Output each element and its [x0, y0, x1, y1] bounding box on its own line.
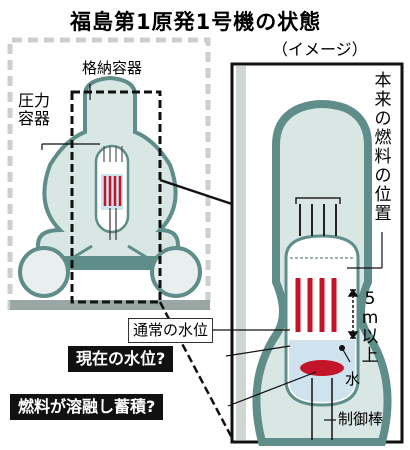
label-normal-water-level: 通常の水位	[128, 318, 214, 343]
pressure-vessel-overview	[94, 144, 130, 240]
label-pressure-vessel-line2: 容器	[18, 109, 51, 129]
label-fuel-melted: 燃料が溶融し蓄積?	[10, 394, 164, 420]
label-five-m-or-more: 5m以上	[361, 289, 379, 366]
building-floor	[10, 300, 210, 310]
label-original-fuel-position: 本来の燃料の位置	[374, 71, 392, 224]
label-pressure-vessel-line1: 圧力	[18, 91, 51, 110]
label-pressure-vessel: 圧力 容器	[18, 91, 51, 129]
detail-pressure-vessel	[284, 197, 360, 440]
label-current-water-level: 現在の水位?	[68, 346, 174, 372]
zoom-connector	[159, 178, 233, 206]
label-containment-vessel: 格納容器	[82, 59, 143, 77]
detail-building	[236, 66, 246, 440]
page-subtitle: （イメージ）	[272, 40, 368, 59]
label-water: 水	[345, 370, 361, 388]
five-m-dimension	[347, 288, 359, 340]
page-title: 福島第1原発1号機の状態	[70, 10, 322, 34]
zoom-box	[70, 90, 162, 304]
label-control-rod: 制御棒	[338, 410, 384, 428]
reactor-building-outline	[7, 37, 211, 310]
